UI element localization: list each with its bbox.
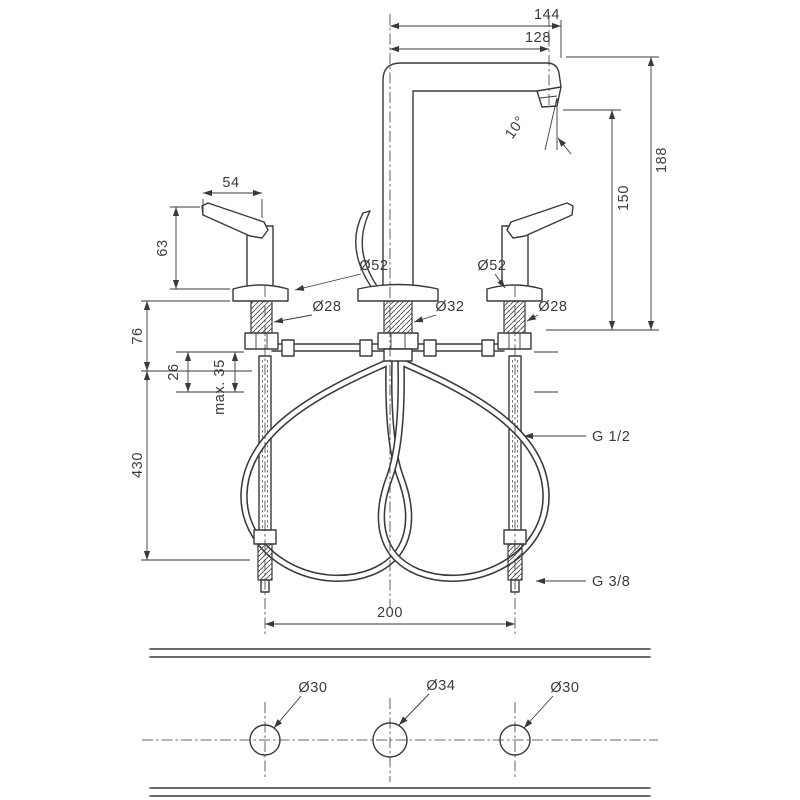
dim-54: 54 <box>202 175 263 218</box>
pipe-coupling <box>359 339 373 357</box>
thread-label-g12: G 1/2 <box>592 429 630 445</box>
dim-label-26: 26 <box>166 363 182 380</box>
pipe-coupling <box>423 339 437 357</box>
dim-200: 200 <box>265 605 515 628</box>
leader-line <box>273 695 302 729</box>
dim-max35: max. 35 <box>212 352 239 415</box>
dim-label-76: 76 <box>130 327 146 344</box>
label-shank-center: Ø32 <box>413 299 464 323</box>
pull-rod-cap <box>362 210 371 214</box>
label-shank-right: Ø28 <box>526 299 567 322</box>
dim-150: 150 <box>563 109 632 330</box>
mounting-nut-center <box>377 332 419 350</box>
connection-pipes <box>271 339 505 357</box>
label-shank-left: Ø28 <box>273 299 341 324</box>
center-hose-manifold <box>383 348 413 362</box>
handle-lever <box>506 202 574 239</box>
dim-label-63: 63 <box>155 239 171 256</box>
dim-label-188: 188 <box>654 147 670 173</box>
dim-label-430: 430 <box>130 452 146 478</box>
escutcheon-center <box>357 283 439 302</box>
dim-430: 430 <box>130 371 250 561</box>
mounting-hole-left <box>249 724 281 756</box>
dia-label-34: Ø34 <box>426 678 455 694</box>
dim-144: 144 <box>390 7 562 58</box>
angle-annotation: 10° <box>502 97 572 155</box>
leader-line <box>557 137 572 155</box>
escutcheon-left <box>232 284 289 302</box>
label-g38: G 3/8 <box>536 574 630 590</box>
centerlines <box>142 14 658 782</box>
dim-label-angle: 10° <box>502 113 529 142</box>
right-handle <box>501 202 574 290</box>
dia-label-28-left: Ø28 <box>312 299 341 315</box>
aerator-detail <box>539 95 558 99</box>
spout-inner-line <box>412 90 538 290</box>
label-escutcheon-right: Ø52 <box>477 258 506 289</box>
pipe-coupling <box>281 339 295 357</box>
leader-line <box>398 693 430 726</box>
escutcheon-right <box>486 284 543 302</box>
dim-label-144: 144 <box>534 7 560 23</box>
countertop-section <box>149 648 651 797</box>
mounting-hole-right <box>499 724 531 756</box>
dia-label-52-left: Ø52 <box>359 258 388 274</box>
dia-label-32: Ø32 <box>435 299 464 315</box>
thread-label-g38: G 3/8 <box>592 574 630 590</box>
dia-label-30-right: Ø30 <box>550 680 579 696</box>
mounting-nut-left <box>244 332 279 350</box>
dim-128: 128 <box>390 30 551 53</box>
leader-line <box>273 314 313 324</box>
handle-lever <box>201 202 269 239</box>
hose-loops <box>240 358 550 583</box>
dia-label-52-right: Ø52 <box>477 258 506 274</box>
dim-label-128: 128 <box>525 30 551 46</box>
flex-hose-right-loop <box>379 359 549 581</box>
leader-line <box>413 314 437 323</box>
mounting-hole-center <box>372 722 408 758</box>
label-escutcheon-left: Ø52 <box>294 258 388 291</box>
leader-line <box>523 695 554 729</box>
drain-pull-rod <box>354 210 378 289</box>
dim-76: 76 <box>130 300 252 372</box>
left-handle <box>201 202 274 290</box>
angle-line <box>544 97 558 151</box>
pipe-coupling <box>481 339 495 357</box>
dim-188: 188 <box>546 56 670 331</box>
label-hole-left: Ø30 <box>273 680 327 729</box>
dim-label-150: 150 <box>616 185 632 211</box>
mounting-nut-right <box>497 332 532 350</box>
dim-label-max35: max. 35 <box>212 359 228 415</box>
spout <box>382 62 562 290</box>
label-hole-right: Ø30 <box>523 680 579 729</box>
escutcheons <box>232 283 543 302</box>
dim-label-54: 54 <box>222 175 239 191</box>
dia-label-28-right: Ø28 <box>538 299 567 315</box>
pull-rod-outline <box>354 212 373 289</box>
dim-label-200: 200 <box>377 605 403 621</box>
dia-label-30-left: Ø30 <box>298 680 327 696</box>
spout-outline <box>382 62 562 290</box>
leader-line <box>526 313 539 322</box>
leader-line <box>294 273 362 291</box>
label-g12: G 1/2 <box>524 429 630 445</box>
leader-line <box>494 273 506 289</box>
dim-26: 26 <box>166 352 192 392</box>
threaded-shanks <box>244 300 532 362</box>
dim-63: 63 <box>155 206 230 290</box>
pull-rod-outline <box>361 210 378 287</box>
label-hole-center: Ø34 <box>398 678 455 726</box>
